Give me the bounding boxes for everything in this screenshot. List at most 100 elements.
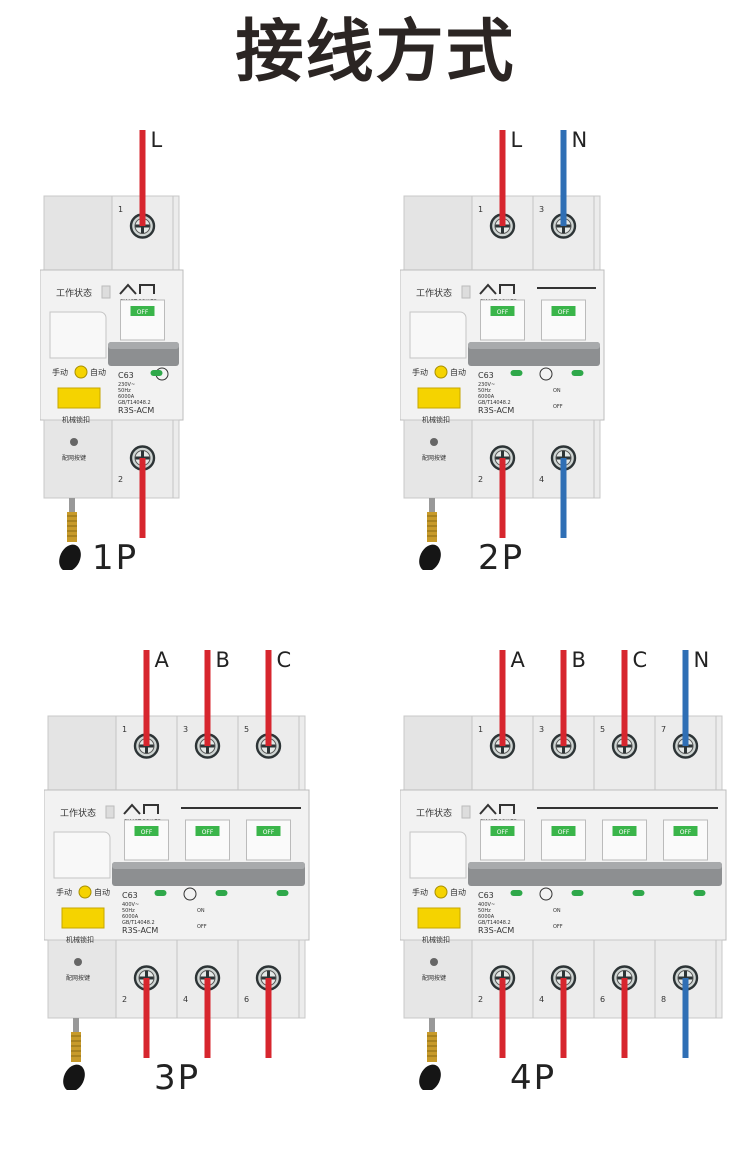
antenna-connector (427, 1032, 437, 1062)
bottom-terminal-number: 6 (244, 995, 249, 1004)
lower-left-cover (403, 939, 473, 1019)
rating-text: C63 (118, 371, 134, 380)
status-label: 工作状态 (416, 807, 452, 819)
net-label: 配网按键 (62, 454, 86, 462)
wire-label: N (571, 128, 588, 152)
breaker-3p: 工作状态手动自动机械锁扣配网按键SMART POWERC63400V~50Hz6… (43, 648, 341, 1098)
wire-label: L (510, 128, 523, 152)
bottom-terminal-number: 8 (661, 995, 666, 1004)
capacity-text: 6000A (478, 914, 495, 920)
top-terminal-number: 5 (600, 725, 605, 734)
breaker-svg-4p: 工作状态手动自动机械锁扣配网按键SMART POWERC63400V~50Hz6… (399, 650, 727, 1092)
wire-in-C (265, 650, 272, 746)
off-text: OFF (558, 309, 570, 316)
breaker-4p: 工作状态手动自动机械锁扣配网按键SMART POWERC63400V~50Hz6… (399, 648, 751, 1098)
lock-handle (57, 387, 101, 409)
standard-text: GB/T14048.2 (478, 400, 511, 406)
off-indicator (612, 826, 637, 836)
wire-label: B (571, 648, 586, 672)
standard-text: GB/T14048.2 (122, 920, 155, 926)
off-text: OFF (680, 829, 692, 836)
top-terminal-number: 1 (122, 725, 127, 734)
lock-handle (61, 907, 105, 929)
off-indicator (130, 306, 155, 316)
bottom-terminal-screw (611, 965, 638, 991)
top-terminal-number: 5 (244, 725, 249, 734)
wire-out-B (204, 978, 211, 1058)
wire-out-B (560, 978, 567, 1058)
net-label: 配网按键 (422, 974, 446, 982)
breaker-svg-3p: 工作状态手动自动机械锁扣配网按键SMART POWERC63400V~50Hz6… (43, 650, 310, 1092)
wire-out-N (682, 978, 689, 1058)
off-text: OFF (497, 829, 509, 836)
wire-label: N (693, 648, 710, 672)
antenna-base (429, 498, 435, 512)
manual-label: 手动 (56, 887, 72, 897)
wire-in-B (204, 650, 211, 746)
upper-left-cover (403, 195, 473, 271)
mode-switch (434, 885, 448, 899)
off-indicator (256, 826, 281, 836)
wire-out-A (499, 978, 506, 1058)
pole-led (510, 890, 523, 896)
off-text: OFF (263, 829, 275, 836)
brand-logo (123, 803, 159, 815)
wire-out-A (143, 978, 150, 1058)
wire-in-N (682, 650, 689, 746)
hz-text: 50Hz (478, 908, 491, 914)
antenna-cap (419, 544, 441, 572)
off-text: OFF (497, 309, 509, 316)
ccc-mark (183, 887, 197, 901)
model-text: R3S-ACM (478, 406, 514, 415)
net-button (74, 958, 82, 966)
page-title: 接线方式 (235, 13, 516, 92)
antenna-connector (427, 512, 437, 542)
lock-label: 机械锁扣 (422, 415, 450, 424)
off-small-text: OFF (553, 404, 563, 410)
pole-count-label: 2P (478, 538, 525, 578)
rating-text: C63 (122, 891, 138, 900)
pole-led (510, 370, 523, 376)
auto-label: 自动 (90, 367, 106, 377)
antenna-connector (71, 1032, 81, 1062)
pole-led (215, 890, 228, 896)
pole-led (571, 370, 584, 376)
wire-out-L (499, 458, 506, 538)
standard-text: GB/T14048.2 (118, 400, 151, 406)
manual-label: 手动 (412, 367, 428, 377)
bottom-terminal-number: 2 (478, 475, 483, 484)
lock-label: 机械锁扣 (62, 415, 90, 424)
manual-label: 手动 (412, 887, 428, 897)
top-terminal-number: 1 (478, 725, 483, 734)
rating-text: C63 (478, 891, 494, 900)
top-terminal-number: 3 (183, 725, 188, 734)
pole-led (154, 890, 167, 896)
breaker-svg-2p: 工作状态手动自动机械锁扣配网按键SMART POWERC63230V~50Hz6… (399, 130, 605, 572)
wire-label: A (510, 648, 525, 672)
voltage-text: 400V~ (122, 902, 139, 908)
off-text: OFF (141, 829, 153, 836)
manual-lever (409, 831, 467, 879)
antenna-base (69, 498, 75, 512)
standard-text: GB/T14048.2 (478, 920, 511, 926)
pole-count-label: 1P (92, 538, 139, 578)
brand-logo (479, 283, 515, 295)
upper-left-cover (403, 715, 473, 791)
pole-count-label: 4P (510, 1058, 557, 1098)
off-text: OFF (202, 829, 214, 836)
capacity-text: 6000A (478, 394, 495, 400)
lower-left-cover (43, 419, 113, 499)
wire-in-C (621, 650, 628, 746)
manual-lever (409, 311, 467, 359)
mode-switch (434, 365, 448, 379)
wire-in-L (139, 130, 146, 226)
net-button (430, 438, 438, 446)
ccc-mark (539, 367, 553, 381)
bottom-terminal-number: 2 (118, 475, 123, 484)
manual-lever (49, 311, 107, 359)
top-terminal-number: 7 (661, 725, 666, 734)
voltage-text: 230V~ (478, 382, 495, 388)
wire-out-N (560, 458, 567, 538)
rating-text: C63 (478, 371, 494, 380)
net-button (430, 958, 438, 966)
